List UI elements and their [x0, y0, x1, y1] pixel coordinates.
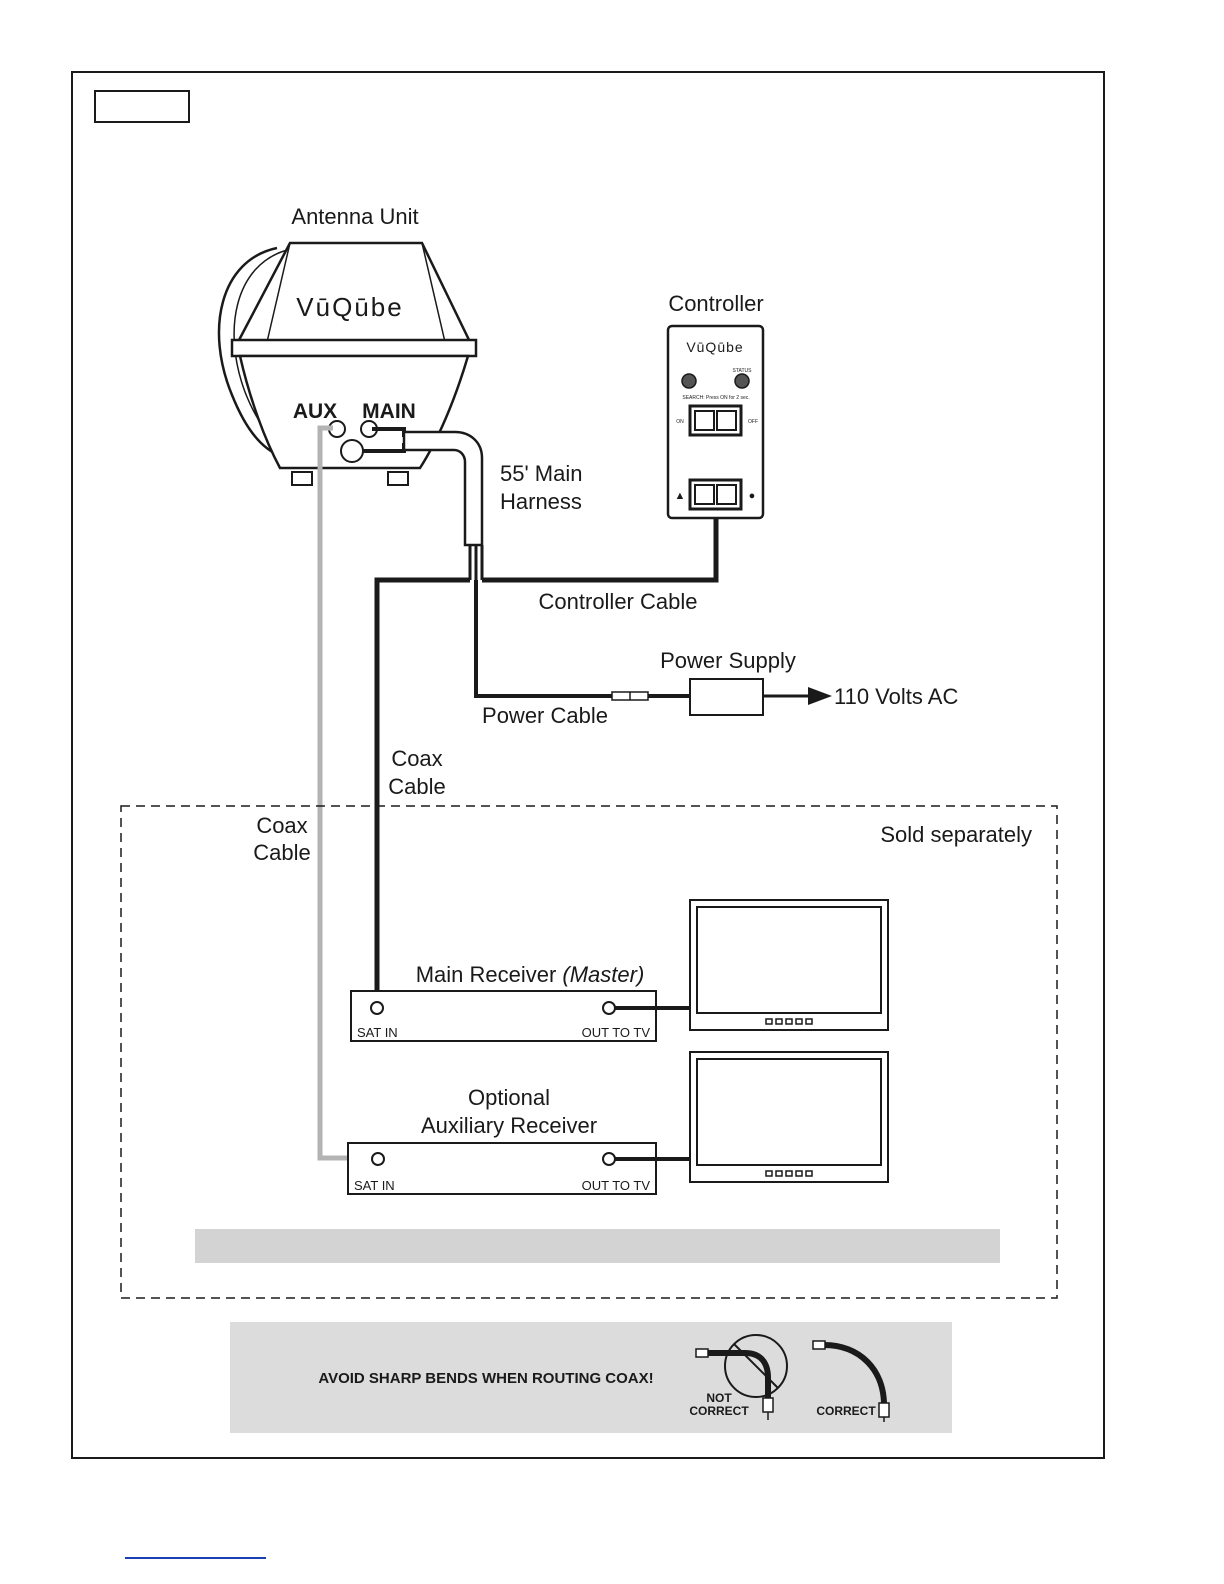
- main-out-port: [602, 1001, 616, 1015]
- coax-warning-banner: AVOID SHARP BENDS WHEN ROUTING COAX! NOT…: [230, 1322, 952, 1433]
- aux-sat-in-port: [371, 1152, 385, 1166]
- controller-cable-label: Controller Cable: [539, 589, 698, 614]
- harness-label-1: 55' Main: [500, 461, 582, 486]
- controller-cable: [482, 518, 719, 583]
- volts-label: 110 Volts AC: [834, 684, 958, 709]
- up-symbol: ▲: [675, 490, 686, 502]
- main-coax-label-2: Cable: [388, 774, 445, 799]
- tv-main-buttons: [765, 1018, 813, 1025]
- aux-receiver: Optional Auxiliary Receiver SAT IN OUT T…: [347, 1085, 657, 1195]
- tv-aux-buttons: [765, 1170, 813, 1177]
- main-receiver: Main Receiver (Master) SAT IN OUT TO TV: [350, 962, 657, 1042]
- power-supply-label: Power Supply: [660, 648, 796, 673]
- search-led: [681, 373, 697, 389]
- correct-illustration: CORRECT: [812, 1340, 890, 1422]
- aux-receiver-box: [347, 1142, 657, 1195]
- aux-port-label: AUX: [293, 400, 337, 423]
- aux-sat-in-label: SAT IN: [354, 1178, 395, 1193]
- not-correct-label-1: NOT: [706, 1391, 732, 1405]
- aux-coax-label-2: Cable: [253, 840, 310, 865]
- tv-aux-screen: [696, 1058, 882, 1166]
- power-cable-label: Power Cable: [482, 703, 608, 728]
- aux-receiver-title-2: Auxiliary Receiver: [421, 1113, 597, 1138]
- power-supply-box: [689, 678, 764, 716]
- aux-coax-cable: [317, 425, 372, 1161]
- main-receiver-title: Main Receiver (Master): [416, 962, 645, 987]
- correct-label: CORRECT: [816, 1404, 876, 1418]
- page-frame: [71, 71, 1105, 1459]
- main-harness: [402, 430, 484, 547]
- antenna-logo: VūQūbe: [296, 292, 403, 322]
- main-out-label: OUT TO TV: [582, 1025, 651, 1040]
- on-label: ON: [676, 419, 684, 425]
- controller: Controller VūQūbe STATUS SEARCH: Press O…: [666, 291, 765, 520]
- controller-logo: VūQūbe: [686, 339, 743, 355]
- tv-main-screen: [696, 906, 882, 1014]
- aux-out-port: [602, 1152, 616, 1166]
- main-receiver-box: [350, 990, 657, 1042]
- main-port-label: MAIN: [362, 400, 416, 423]
- dot-symbol: ●: [749, 490, 756, 502]
- aux-receiver-title-1: Optional: [468, 1085, 550, 1110]
- aux-out-label: OUT TO TV: [582, 1178, 651, 1193]
- off-label: OFF: [748, 419, 758, 425]
- sold-separately-region: [120, 805, 1058, 1299]
- tv-aux: [689, 1051, 889, 1183]
- main-sat-in-label: SAT IN: [357, 1025, 398, 1040]
- ac-arrow: [808, 687, 832, 705]
- controller-title: Controller: [668, 291, 763, 316]
- gray-note-bar: [195, 1229, 1000, 1263]
- status-label: STATUS: [733, 368, 753, 374]
- search-instruction: SEARCH: Press ON for 2 sec.: [682, 395, 749, 401]
- power-cable: [474, 580, 612, 698]
- main-port-2: [340, 439, 364, 463]
- prohibited-icon: [724, 1334, 788, 1398]
- main-sat-in-port: [370, 1001, 384, 1015]
- harness-label-2: Harness: [500, 489, 582, 514]
- aux-coax-label-1: Coax: [256, 813, 307, 838]
- not-correct-label-2: CORRECT: [689, 1404, 749, 1418]
- main-coax-cable: [374, 577, 470, 1008]
- tv-main: [689, 899, 889, 1031]
- sold-separately-label: Sold separately: [880, 822, 1032, 847]
- main-coax-label-1: Coax: [391, 746, 442, 771]
- antenna-title: Antenna Unit: [291, 204, 418, 229]
- warning-text: AVOID SHARP BENDS WHEN ROUTING COAX!: [318, 1370, 653, 1387]
- antenna-band: [230, 338, 478, 358]
- not-correct-illustration: NOT CORRECT: [689, 1334, 788, 1420]
- status-led: [734, 373, 750, 389]
- figure-tag-box: [94, 90, 190, 123]
